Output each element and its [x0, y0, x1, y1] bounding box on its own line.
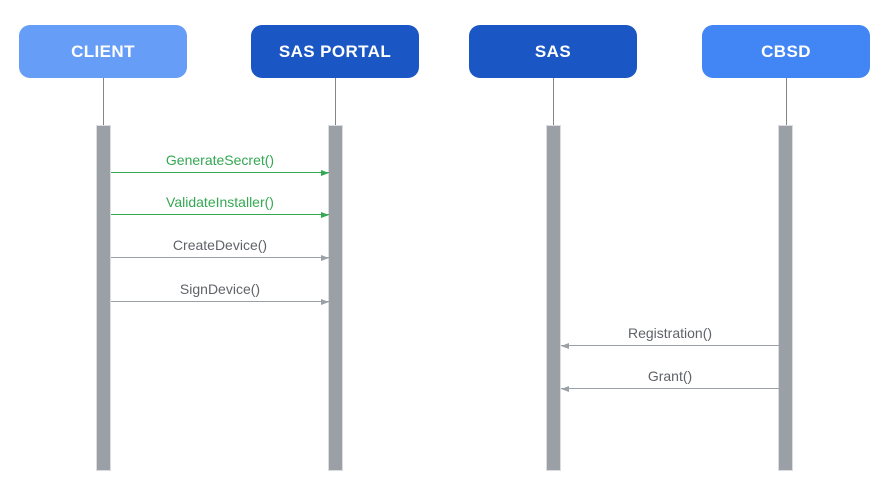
message-line: [111, 172, 329, 173]
activation-bar-cbsd: [778, 125, 793, 471]
lifeline-sas: [553, 78, 554, 125]
arrowhead-right-icon: [321, 255, 329, 261]
actor-label-cbsd: CBSD: [761, 41, 811, 61]
actor-label-sas-portal: SAS PORTAL: [278, 41, 392, 61]
message-registration: Registration(): [561, 320, 779, 349]
activation-bar-client: [96, 125, 111, 471]
message-label: Registration(): [627, 325, 713, 341]
actor-box-cbsd: CBSD: [702, 25, 870, 78]
message-create-device: CreateDevice(): [111, 232, 329, 261]
arrowhead-right-icon: [321, 170, 329, 176]
arrowhead-right-icon: [321, 212, 329, 218]
arrowhead-left-icon: [561, 386, 569, 392]
message-label: SignDevice(): [179, 281, 261, 297]
message-label: GenerateSecret(): [165, 152, 275, 168]
lifeline-client: [103, 78, 104, 125]
message-label: ValidateInstaller(): [166, 194, 274, 210]
message-line: [111, 214, 329, 215]
message-validate-installer: ValidateInstaller(): [111, 189, 329, 218]
actor-box-client: CLIENT: [19, 25, 187, 78]
message-generate-secret: GenerateSecret(): [111, 147, 329, 176]
arrowhead-right-icon: [321, 299, 329, 305]
activation-bar-sas-portal: [328, 125, 343, 471]
actor-box-sas-portal: SAS PORTAL: [251, 25, 419, 78]
message-label: CreateDevice(): [172, 237, 268, 253]
message-label: Grant(): [647, 368, 693, 384]
activation-bar-sas: [546, 125, 561, 471]
message-line: [561, 388, 779, 389]
message-line: [111, 257, 329, 258]
message-sign-device: SignDevice(): [111, 276, 329, 305]
message-grant: Grant(): [561, 363, 779, 392]
actor-label-sas: SAS: [534, 41, 572, 61]
message-line: [111, 301, 329, 302]
actor-label-client: CLIENT: [71, 41, 135, 61]
arrowhead-left-icon: [561, 343, 569, 349]
lifeline-cbsd: [786, 78, 787, 125]
lifeline-sas-portal: [335, 78, 336, 125]
actor-box-sas: SAS: [469, 25, 637, 78]
message-line: [561, 345, 779, 346]
